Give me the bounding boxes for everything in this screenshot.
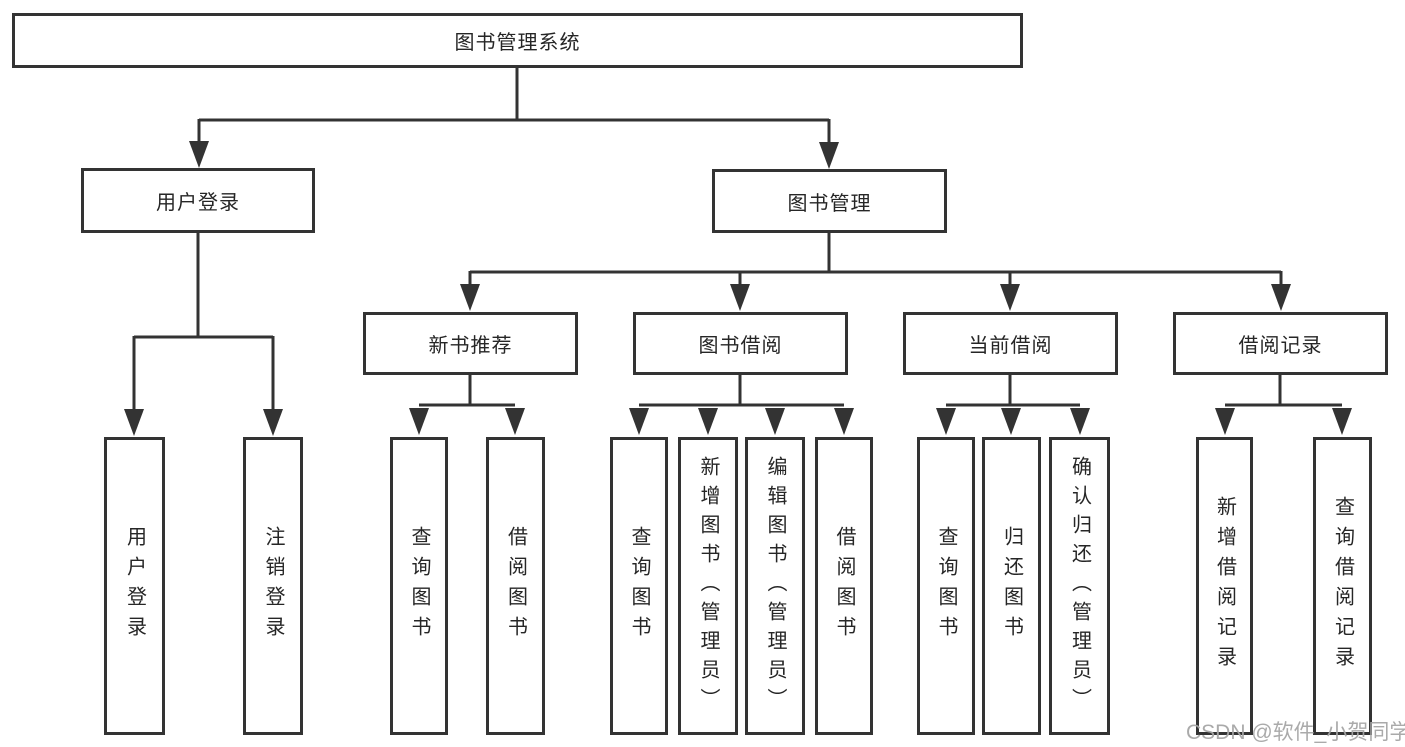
csdn-watermark: CSDN @软件_小贺同学 bbox=[1186, 721, 1405, 744]
leaf-borrow-books-recommend-label: 借阅图书 bbox=[504, 526, 527, 646]
leaf-query-books-recommend-label: 查询图书 bbox=[408, 526, 430, 646]
leaf-edit-books-admin-label: 编辑图书（管理员） bbox=[764, 455, 786, 717]
node-root-label: 图书管理系统 bbox=[454, 32, 581, 54]
node-new-book-recommend-label: 新书推荐 bbox=[428, 335, 513, 357]
leaf-query-books-recommend: 查询图书 bbox=[390, 437, 448, 735]
node-borrowing-records: 借阅记录 bbox=[1173, 312, 1388, 375]
node-root: 图书管理系统 bbox=[12, 13, 1023, 68]
leaf-add-books-admin-label: 新增图书（管理员） bbox=[697, 455, 719, 717]
leaf-query-books-borrowing: 查询图书 bbox=[610, 437, 668, 735]
node-current-borrowing-label: 当前借阅 bbox=[968, 335, 1053, 357]
arrowheads bbox=[124, 141, 1352, 436]
leaf-query-books-borrowing-label: 查询图书 bbox=[628, 526, 650, 646]
node-new-book-recommend: 新书推荐 bbox=[363, 312, 578, 375]
leaf-add-borrow-record-label: 新增借阅记录 bbox=[1213, 496, 1236, 676]
leaf-user-login: 用户登录 bbox=[104, 437, 165, 735]
leaf-user-login-label: 用户登录 bbox=[123, 526, 146, 646]
leaf-borrow-books-borrowing-label: 借阅图书 bbox=[833, 526, 855, 646]
leaf-confirm-return-admin: 确认归还（管理员） bbox=[1049, 437, 1110, 735]
leaf-query-borrow-record: 查询借阅记录 bbox=[1313, 437, 1372, 735]
leaf-return-books: 归还图书 bbox=[982, 437, 1041, 735]
leaf-query-books-current: 查询图书 bbox=[917, 437, 975, 735]
leaf-add-borrow-record: 新增借阅记录 bbox=[1196, 437, 1253, 735]
leaf-logout-label: 注销登录 bbox=[262, 526, 284, 646]
node-user-login-label: 用户登录 bbox=[156, 192, 240, 214]
node-book-borrowing-label: 图书借阅 bbox=[698, 335, 783, 357]
leaf-borrow-books-recommend: 借阅图书 bbox=[486, 437, 545, 735]
leaf-return-books-label: 归还图书 bbox=[1000, 526, 1023, 646]
node-current-borrowing: 当前借阅 bbox=[903, 312, 1118, 375]
leaf-edit-books-admin: 编辑图书（管理员） bbox=[745, 437, 805, 735]
leaf-borrow-books-borrowing: 借阅图书 bbox=[815, 437, 873, 735]
node-borrowing-records-label: 借阅记录 bbox=[1238, 335, 1323, 357]
leaf-add-books-admin: 新增图书（管理员） bbox=[678, 437, 738, 735]
node-book-management-label: 图书管理 bbox=[787, 192, 872, 215]
leaf-logout: 注销登录 bbox=[243, 437, 303, 735]
node-user-login: 用户登录 bbox=[81, 168, 315, 233]
leaf-query-books-current-label: 查询图书 bbox=[935, 526, 957, 646]
leaf-confirm-return-admin-label: 确认归还（管理员） bbox=[1068, 455, 1091, 717]
leaf-query-borrow-record-label: 查询借阅记录 bbox=[1331, 496, 1354, 676]
node-book-borrowing: 图书借阅 bbox=[633, 312, 848, 375]
node-book-management: 图书管理 bbox=[712, 169, 947, 233]
